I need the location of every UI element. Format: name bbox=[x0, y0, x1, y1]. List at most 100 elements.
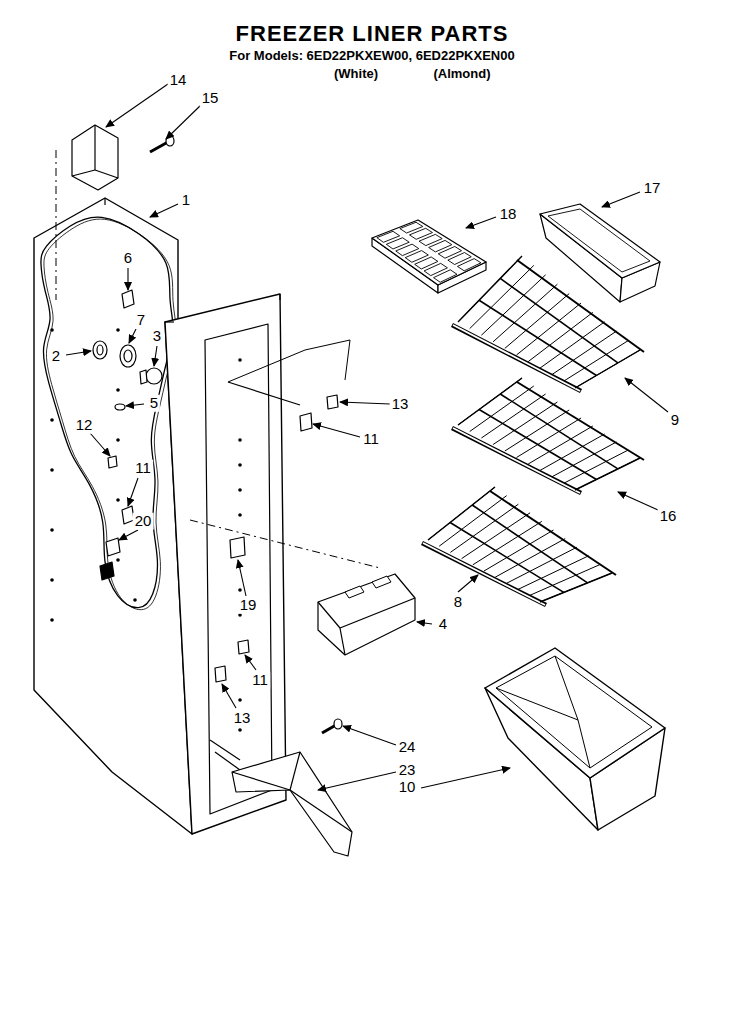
shelf-rail bbox=[517, 260, 644, 352]
mounting-hole bbox=[238, 488, 242, 492]
callout-number: 13 bbox=[232, 710, 253, 727]
assembly-line bbox=[345, 340, 350, 380]
leader-line bbox=[602, 192, 640, 207]
bottom-bracket bbox=[290, 752, 300, 790]
bracket-part bbox=[94, 125, 95, 170]
channel-slot bbox=[345, 586, 364, 598]
bottom-bracket bbox=[232, 752, 352, 856]
assembly-line bbox=[56, 150, 57, 300]
liner-front-frame bbox=[165, 294, 286, 834]
assembly-line bbox=[228, 350, 305, 382]
leader-line bbox=[343, 726, 396, 745]
shelf-side bbox=[458, 256, 522, 322]
callout-number: 18 bbox=[498, 206, 519, 223]
leader-line bbox=[222, 684, 236, 708]
callout-number: 12 bbox=[74, 417, 95, 434]
ice-cube-cell bbox=[457, 259, 481, 271]
leader-line bbox=[128, 478, 138, 506]
leader-line bbox=[421, 768, 510, 788]
shelf-wire bbox=[470, 265, 534, 328]
bottom-bracket bbox=[290, 790, 352, 832]
channel-slot bbox=[372, 576, 391, 588]
clip-part bbox=[215, 666, 226, 682]
callout-number: 7 bbox=[135, 312, 147, 329]
leader-line bbox=[318, 772, 396, 790]
wire-harness bbox=[44, 219, 176, 610]
callout-number: 11 bbox=[250, 672, 270, 689]
callout-number: 20 bbox=[133, 513, 154, 530]
clip-part bbox=[300, 413, 312, 431]
leader-line bbox=[150, 204, 178, 217]
shelf-rod bbox=[453, 325, 580, 391]
mounting-hole bbox=[238, 588, 242, 592]
model-note: (Almond) bbox=[431, 67, 492, 81]
ice-cube-cell bbox=[434, 270, 457, 283]
shelf-side bbox=[428, 487, 495, 540]
leader-line bbox=[458, 575, 478, 592]
shelf-rail bbox=[490, 491, 616, 575]
shelf-rod bbox=[423, 543, 545, 605]
callout-number: 24 bbox=[397, 739, 418, 756]
frame-detail bbox=[210, 740, 240, 760]
clip-part bbox=[106, 538, 120, 556]
switch-part bbox=[230, 537, 245, 558]
mounting-hole bbox=[50, 418, 54, 422]
clip-part bbox=[100, 562, 114, 580]
leader-line bbox=[245, 655, 256, 670]
leader-line bbox=[66, 351, 91, 355]
liner-edge bbox=[104, 198, 105, 205]
leader-line bbox=[129, 329, 136, 343]
callout-number: 5 bbox=[148, 395, 160, 412]
mounting-hole bbox=[238, 358, 242, 362]
mounting-hole bbox=[116, 498, 120, 502]
frame-detail bbox=[215, 752, 240, 770]
leader-line bbox=[106, 84, 168, 127]
mounting-hole bbox=[238, 463, 242, 467]
leader-line bbox=[618, 492, 658, 510]
shelf-wire bbox=[450, 523, 564, 593]
washer-part bbox=[115, 404, 125, 410]
mounting-hole bbox=[116, 388, 120, 392]
diagram-title: FREEZER LINER PARTS bbox=[236, 22, 509, 46]
bracket-part bbox=[95, 170, 118, 178]
bottom-bracket bbox=[232, 772, 290, 790]
shelf-rod bbox=[422, 543, 546, 605]
light-bulb bbox=[146, 368, 162, 384]
mounting-hole bbox=[116, 558, 120, 562]
shelf-wire bbox=[518, 556, 589, 590]
callout-number: 15 bbox=[200, 90, 221, 107]
freezer-bin bbox=[485, 648, 665, 778]
clip-part bbox=[238, 640, 249, 654]
screw-part bbox=[150, 142, 168, 152]
mounting-hole bbox=[50, 578, 54, 582]
shelf-wire bbox=[540, 573, 612, 602]
mounting-hole bbox=[116, 438, 120, 442]
callout-number: 13 bbox=[390, 396, 411, 413]
screw-head bbox=[334, 719, 342, 729]
light-ring-part bbox=[124, 350, 132, 362]
callout-number: 3 bbox=[151, 328, 163, 345]
shelf-side bbox=[458, 378, 522, 425]
callout-number: 4 bbox=[437, 616, 449, 633]
shelf-rod bbox=[452, 428, 581, 493]
liner-side bbox=[34, 198, 192, 834]
mounting-hole bbox=[238, 728, 242, 732]
bulb-base bbox=[140, 370, 147, 384]
leader-line bbox=[313, 424, 360, 437]
mounting-hole bbox=[50, 528, 54, 532]
callout-number: 2 bbox=[50, 348, 62, 365]
shelf-wire bbox=[458, 256, 522, 322]
leader-line bbox=[625, 378, 668, 412]
clip-part bbox=[122, 290, 134, 308]
socket-part bbox=[93, 341, 107, 359]
callout-number: 14 bbox=[168, 72, 189, 89]
frame-edge bbox=[279, 294, 280, 300]
mounting-hole bbox=[133, 598, 137, 602]
clip-part bbox=[108, 456, 117, 468]
callout-number: 9 bbox=[669, 412, 681, 429]
shelf-rod bbox=[452, 325, 581, 391]
callout-number: 10 bbox=[397, 779, 418, 796]
